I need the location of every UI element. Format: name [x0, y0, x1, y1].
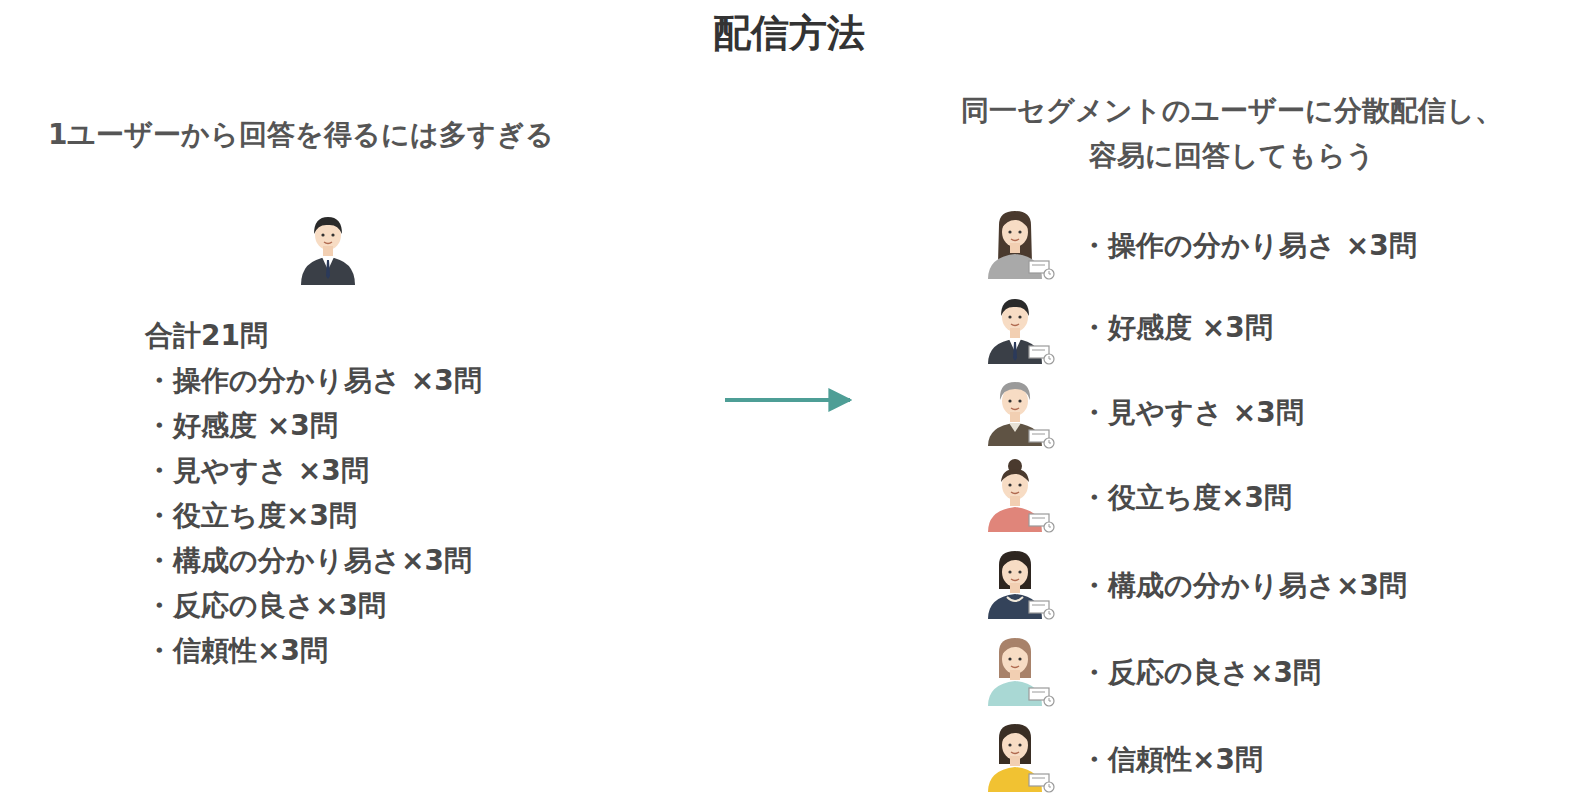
text-group: 同一セグメントのユーザーに分散配信し、 容易に回答してもらう・操作の分かり易さ … [850, 88, 1572, 798]
list-item: ・見やすさ ×3問 [1080, 390, 1304, 435]
list-item: ・役立ち度×3問 [145, 493, 357, 538]
list-item: ・好感度 ×3問 [145, 403, 338, 448]
person-icon [988, 299, 1054, 364]
list-item: ・好感度 ×3問 [1080, 305, 1273, 350]
person-icon [301, 217, 355, 285]
list-item: 合計21問 [145, 313, 268, 358]
list-item: ・見やすさ ×3問 [145, 448, 369, 493]
list-item: ・操作の分かり易さ ×3問 [1080, 223, 1417, 268]
person-icon [988, 551, 1054, 619]
diagram-title: 配信方法 [0, 8, 1577, 59]
heading-text: 同一セグメントのユーザーに分散配信し、 容易に回答してもらう [952, 88, 1512, 178]
person-icon [988, 724, 1054, 792]
heading-text: 1ユーザーから回答を得るには多すぎる [48, 112, 554, 157]
person-icon [988, 459, 1054, 532]
list-item: ・構成の分かり易さ×3問 [1080, 563, 1407, 608]
list-item: ・構成の分かり易さ×3問 [145, 538, 472, 583]
person-icon [988, 638, 1054, 706]
person-icon [988, 382, 1054, 448]
person-icon [988, 211, 1054, 279]
flow-arrow [725, 398, 850, 402]
text-group: 1ユーザーから回答を得るには多すぎる合計21問・操作の分かり易さ ×3問・好感度… [40, 100, 725, 680]
list-item: ・信頼性×3問 [145, 628, 328, 673]
list-item: ・役立ち度×3問 [1080, 475, 1292, 520]
list-item: ・反応の良さ×3問 [1080, 650, 1321, 695]
list-item: ・信頼性×3問 [1080, 737, 1263, 782]
list-item: ・反応の良さ×3問 [145, 583, 386, 628]
list-item: ・操作の分かり易さ ×3問 [145, 358, 482, 403]
